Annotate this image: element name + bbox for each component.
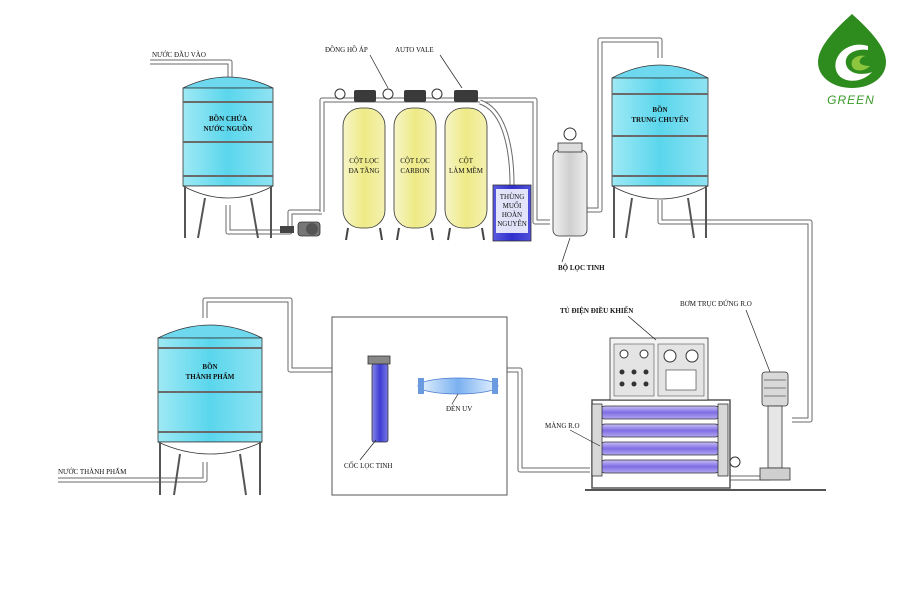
ro-vertical-pump — [759, 371, 791, 481]
transfer-tank: BỒN TRUNG CHUYỂN — [611, 64, 709, 239]
raw-tank-label-1: BỒN CHỨA — [209, 115, 247, 123]
pressure-gauge-icon — [431, 88, 443, 100]
ro-system — [585, 337, 826, 491]
pressure-gauge-icon — [563, 127, 577, 141]
carbon-label-1: CỘT LỌC — [400, 157, 430, 165]
cartridge-filter-label: CỐC LỌC TINH — [344, 462, 392, 470]
transfer-tank-label-1: BỒN — [652, 106, 667, 114]
cartridge-filter-housing — [371, 363, 389, 443]
raw-tank-label-2: NƯỚC NGUỒN — [204, 125, 253, 133]
pressure-gauge-icon — [334, 88, 346, 100]
softener-column: CỘT LÀM MỀM — [444, 90, 488, 241]
logo-text: GREEN — [827, 93, 875, 107]
feed-pump — [280, 221, 321, 237]
brine-label-4: NGUYÊN — [497, 220, 527, 228]
auto-valve-icon — [404, 90, 426, 102]
auto-valve-icon — [354, 90, 376, 102]
raw-water-tank: BỒN CHỨA NƯỚC NGUỒN — [182, 76, 274, 239]
ro-membrane-label: MÀNG R.O — [545, 422, 580, 430]
brine-tank: THÙNG MUỐI HOÀN NGUYÊN — [492, 184, 532, 242]
uv-lamp — [417, 377, 499, 395]
pressure-gauge-icon — [382, 88, 394, 100]
transfer-tank-label-2: TRUNG CHUYỂN — [631, 116, 688, 124]
polishing-section — [331, 316, 508, 496]
inlet-label: NƯỚC ĐẦU VÀO — [152, 51, 206, 59]
multimedia-label-1: CỘT LỌC — [349, 157, 379, 165]
ro-membrane-vessel — [599, 441, 721, 456]
product-tank-label-1: BỒN — [202, 363, 217, 371]
carbon-filter-column: CỘT LỌC CARBON — [393, 88, 443, 241]
multimedia-filter-column: CỘT LỌC ĐA TẦNG — [334, 88, 394, 241]
product-tank: BỒN THÀNH PHẨM — [157, 324, 263, 496]
ro-pump-label: BƠM TRỤC ĐỨNG R.O — [680, 300, 752, 308]
softener-label-1: CỘT — [459, 157, 474, 165]
ro-membrane-vessel — [599, 405, 721, 420]
ro-membrane-vessel — [599, 423, 721, 438]
product-tank-label-2: THÀNH PHẨM — [186, 373, 235, 381]
brine-label-2: MUỐI — [503, 202, 522, 210]
softener-label-2: LÀM MỀM — [449, 167, 484, 175]
brine-label-1: THÙNG — [500, 193, 525, 201]
control-panel-label: TỦ ĐIỆN ĐIỀU KHIỂN — [560, 307, 633, 315]
outlet-label: NƯỚC THÀNH PHẨM — [58, 468, 127, 476]
multimedia-label-2: ĐA TẦNG — [349, 167, 380, 175]
ro-membrane-vessel — [599, 459, 721, 474]
auto-valve-label: AUTO VALE — [395, 46, 434, 54]
brine-label-3: HOÀN — [502, 211, 522, 219]
uv-lamp-label: ĐÈN UV — [446, 405, 472, 413]
auto-valve-icon — [454, 90, 478, 102]
green-logo: GREEN — [818, 14, 886, 107]
carbon-label-2: CARBON — [400, 167, 429, 175]
pressure-gauge-icon — [729, 456, 741, 468]
fine-filter-label: BỘ LỌC TINH — [558, 264, 605, 272]
pressure-gauge-label: ĐỒNG HỒ ÁP — [325, 46, 368, 54]
fine-filter-housing — [552, 127, 588, 237]
